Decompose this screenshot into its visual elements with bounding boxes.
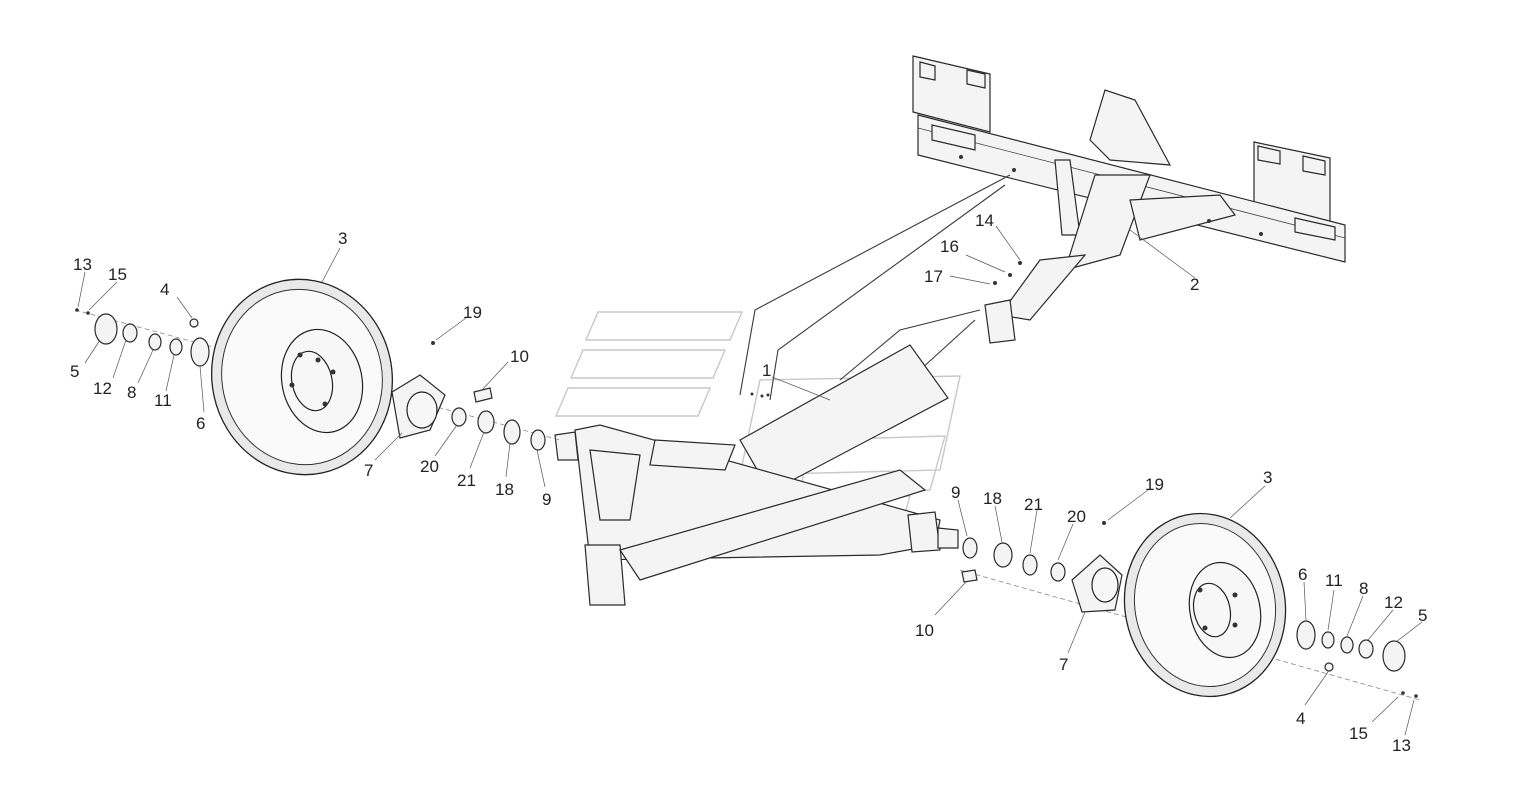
label-10-right: 10 (915, 621, 934, 640)
label-3-left: 3 (338, 229, 347, 248)
label-7-right: 7 (1059, 655, 1068, 674)
label-7-left: 7 (364, 461, 373, 480)
label-21-left: 21 (457, 471, 476, 490)
label-5-right: 5 (1418, 606, 1427, 625)
rear-crossbar-frame (912, 55, 1346, 344)
label-1: 1 (762, 361, 771, 380)
label-17: 17 (924, 267, 943, 286)
label-20-right: 20 (1067, 507, 1086, 526)
label-2: 2 (1190, 275, 1199, 294)
label-3-right: 3 (1263, 468, 1272, 487)
label-13-left: 13 (73, 255, 92, 274)
label-20-left: 20 (420, 457, 439, 476)
left-wheel-assembly (74, 278, 561, 476)
label-9-right: 9 (951, 483, 960, 502)
label-5-left: 5 (70, 362, 79, 381)
label-12-right: 12 (1384, 593, 1403, 612)
label-8-left: 8 (127, 383, 136, 402)
label-13-right: 13 (1392, 736, 1411, 755)
label-14: 14 (975, 211, 994, 230)
label-6-left: 6 (196, 414, 205, 433)
part-number-labels: 13 15 4 3 5 12 8 11 6 7 19 10 20 21 18 9… (70, 211, 1427, 755)
leader-lines (77, 225, 1423, 736)
label-8-right: 8 (1359, 579, 1368, 598)
label-18-right: 18 (983, 489, 1002, 508)
label-15-left: 15 (108, 265, 127, 284)
label-10-left: 10 (510, 347, 529, 366)
label-15-right: 15 (1349, 724, 1368, 743)
label-11-left: 11 (154, 391, 172, 410)
label-19-right: 19 (1145, 475, 1164, 494)
label-4-left: 4 (160, 280, 169, 299)
right-wheel-assembly (959, 261, 1421, 701)
label-18-left: 18 (495, 480, 514, 499)
label-12-left: 12 (93, 379, 112, 398)
main-drawbar-frame (554, 174, 1011, 606)
label-21-right: 21 (1024, 495, 1043, 514)
label-16: 16 (940, 237, 959, 256)
label-4-right: 4 (1296, 709, 1305, 728)
label-6-right: 6 (1298, 565, 1307, 584)
label-9-left: 9 (542, 490, 551, 509)
label-11-right: 11 (1325, 571, 1343, 590)
label-19-left: 19 (463, 303, 482, 322)
